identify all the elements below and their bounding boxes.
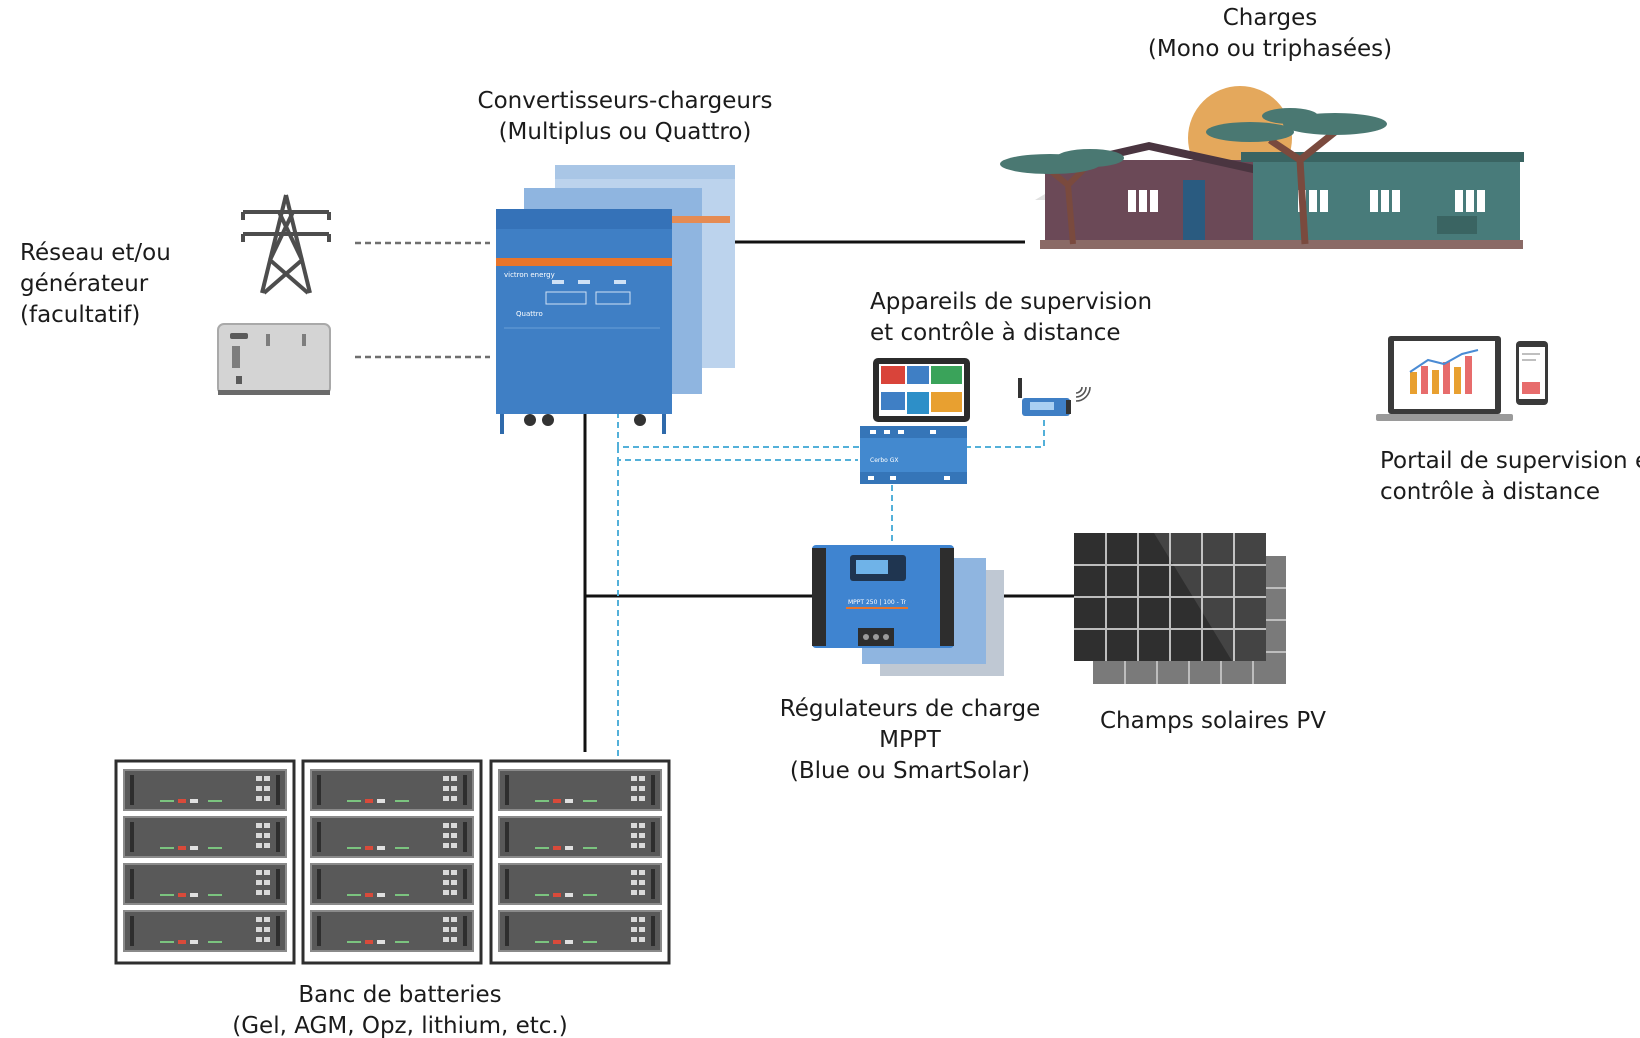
battery-module	[498, 816, 662, 858]
tree-icon	[1206, 108, 1387, 245]
battery-rack	[114, 759, 296, 965]
grid-label-line-1: Réseau et/ou	[20, 240, 171, 266]
battery-module	[123, 910, 287, 952]
gx-gateway-device	[1018, 378, 1071, 416]
comm-line-gateway	[965, 418, 1045, 448]
mppt-label: Régulateurs de charge MPPT (Blue ou Smar…	[760, 694, 1060, 787]
monitoring-label-line-1: Appareils de supervision	[870, 289, 1153, 315]
battery-module	[310, 910, 474, 952]
loads-label: Charges (Mono ou triphasées)	[1145, 3, 1395, 65]
battery-bank-label: Banc de batteries (Gel, AGM, Opz, lithiu…	[200, 980, 600, 1038]
pv-label: Champs solaires PV	[1100, 706, 1326, 737]
quattro-model-text: Quattro	[516, 310, 543, 318]
battery-module	[123, 863, 287, 905]
battery-module	[498, 769, 662, 811]
pv-array	[1074, 533, 1286, 684]
cerbo-gx-device: Cerbo GX	[860, 426, 967, 484]
wifi-icon	[1075, 386, 1091, 402]
mppt-label-line-1: Régulateurs de charge	[779, 696, 1041, 722]
loads-label-line-2: (Mono ou triphasées)	[1147, 36, 1393, 62]
grid-generator-label: Réseau et/ou générateur (facultatif)	[20, 238, 171, 331]
inverter-label-line-1: Convertisseurs-chargeurs	[477, 88, 773, 114]
mppt-model-text: MPPT 250 | 100 - Tr	[848, 599, 906, 606]
laptop-icon	[1376, 336, 1513, 421]
quattro-brand-text: victron energy	[504, 271, 555, 279]
comm-line-inverter	[617, 412, 860, 448]
battery-module	[498, 863, 662, 905]
gx-touch-display	[873, 358, 970, 422]
inverter-charger-label: Convertisseurs-chargeurs (Multiplus ou Q…	[470, 86, 780, 148]
monitoring-label-line-2: et contrôle à distance	[870, 320, 1121, 346]
battery-label-line-2: (Gel, AGM, Opz, lithium, etc.)	[232, 1013, 568, 1038]
cerbo-model-text: Cerbo GX	[870, 457, 899, 464]
mppt-label-line-3: (Blue ou SmartSolar)	[789, 758, 1031, 784]
remote-portal-label: Portail de supervision et contrôle à dis…	[1380, 446, 1640, 508]
generator-icon	[217, 323, 331, 395]
battery-label-line-1: Banc de batteries	[298, 982, 502, 1008]
battery-module	[498, 910, 662, 952]
battery-rack	[489, 759, 671, 965]
portal-label-line-2: contrôle à distance	[1380, 479, 1601, 505]
battery-rack	[301, 759, 483, 965]
inverter-label-line-2: (Multiplus ou Quattro)	[498, 119, 752, 145]
battery-module	[123, 769, 287, 811]
tree-icon	[1000, 149, 1124, 245]
grid-label-line-2: générateur	[20, 271, 149, 297]
grid-label-line-3: (facultatif)	[20, 302, 141, 328]
battery-module	[123, 816, 287, 858]
inverter-charger-stack: victron energy Quattro	[496, 165, 735, 434]
pylon-icon	[241, 194, 331, 295]
battery-module	[310, 769, 474, 811]
comm-line-battery	[617, 447, 858, 461]
portal-label-line-1: Portail de supervision et	[1380, 448, 1640, 474]
pv-label-line-1: Champs solaires PV	[1100, 708, 1326, 734]
loads-label-line-1: Charges	[1222, 5, 1318, 31]
monitoring-devices-label: Appareils de supervision et contrôle à d…	[870, 287, 1152, 349]
battery-module	[310, 816, 474, 858]
mppt-label-line-2: MPPT	[879, 727, 941, 753]
phone-icon	[1516, 341, 1548, 405]
battery-module	[310, 863, 474, 905]
battery-bank	[114, 759, 671, 965]
mppt-controller: MPPT 250 | 100 - Tr	[812, 545, 1004, 676]
